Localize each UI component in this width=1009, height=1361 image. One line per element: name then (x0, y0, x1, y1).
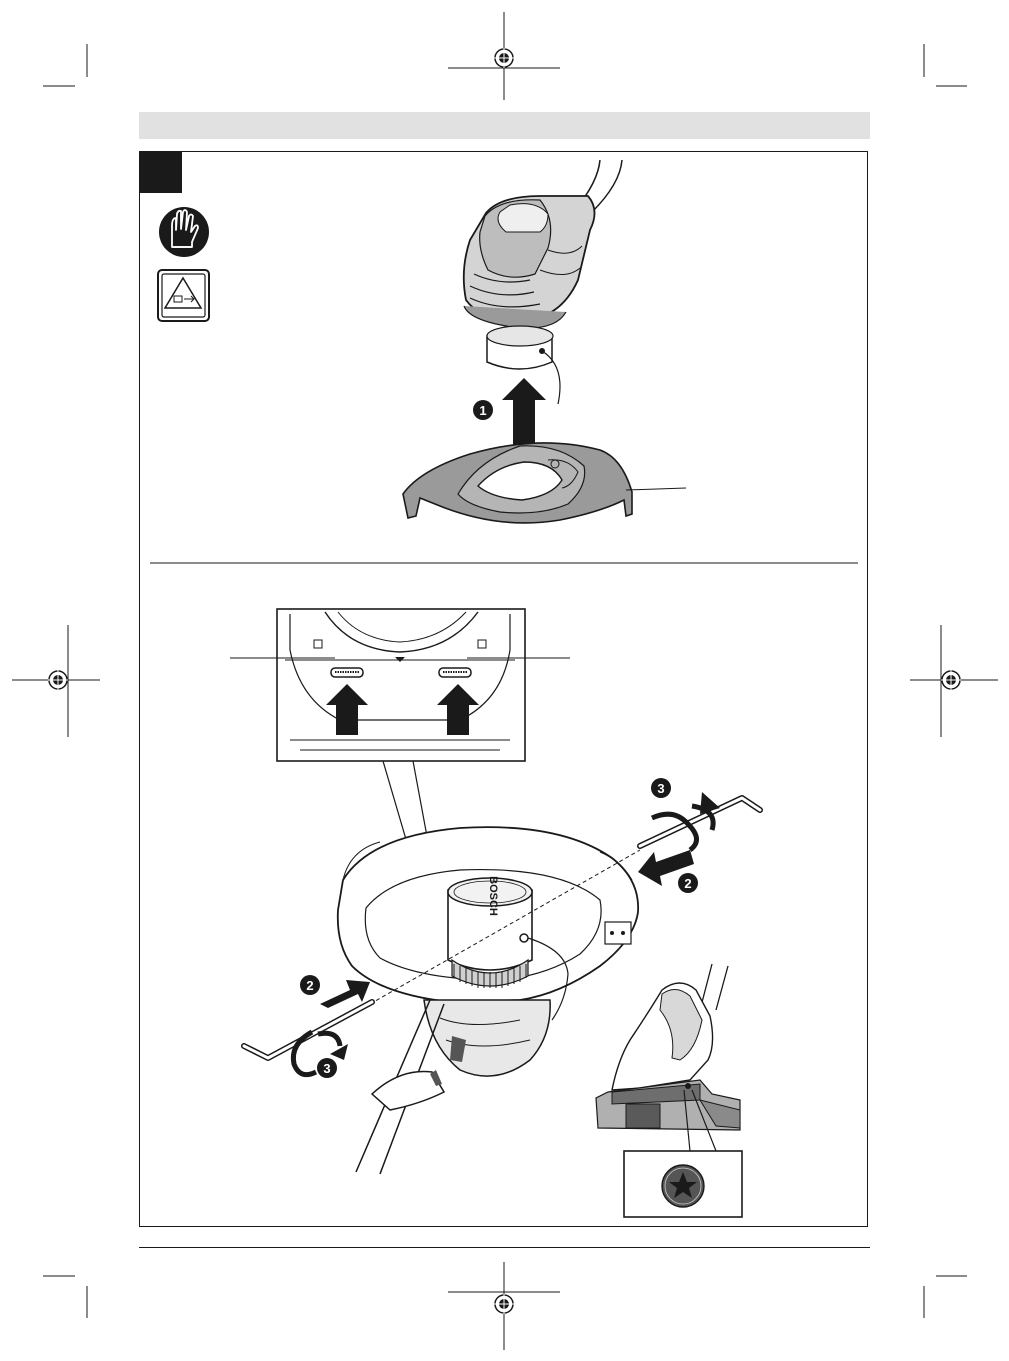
step-badge-1: 1 (473, 400, 493, 420)
detail-inset (277, 609, 525, 761)
battery-remove-icon (158, 270, 209, 321)
step-badge-3-bottom: 3 (317, 1058, 337, 1078)
registration-mark-bottom (448, 1262, 560, 1350)
registration-mark-right (910, 625, 998, 737)
step-badge-2-left: 2 (300, 975, 320, 995)
registration-mark-top (448, 12, 560, 100)
twist-arrow-right (652, 792, 720, 850)
spool-brand-label: BOSCH (487, 876, 499, 916)
step-badge-2-right: 2 (678, 873, 698, 893)
motor-housing (464, 196, 595, 328)
torx-callout (624, 1151, 742, 1217)
gloves-icon (159, 207, 209, 257)
registration-mark-left (12, 625, 100, 737)
motor-housing-bottom (424, 1000, 550, 1076)
step-label-2-left: 2 (306, 978, 313, 993)
step-label-3-top: 3 (657, 781, 664, 796)
figure-tag (139, 151, 182, 193)
trimmer-side-view (596, 964, 740, 1151)
step-label-1: 1 (479, 403, 486, 418)
step-label-3-bottom: 3 (323, 1061, 330, 1076)
guard-top (403, 443, 686, 523)
step-label-2-right: 2 (684, 876, 691, 891)
allen-key-left (244, 1002, 372, 1058)
allen-key-right (640, 798, 760, 846)
step-badge-3-top: 3 (651, 778, 671, 798)
